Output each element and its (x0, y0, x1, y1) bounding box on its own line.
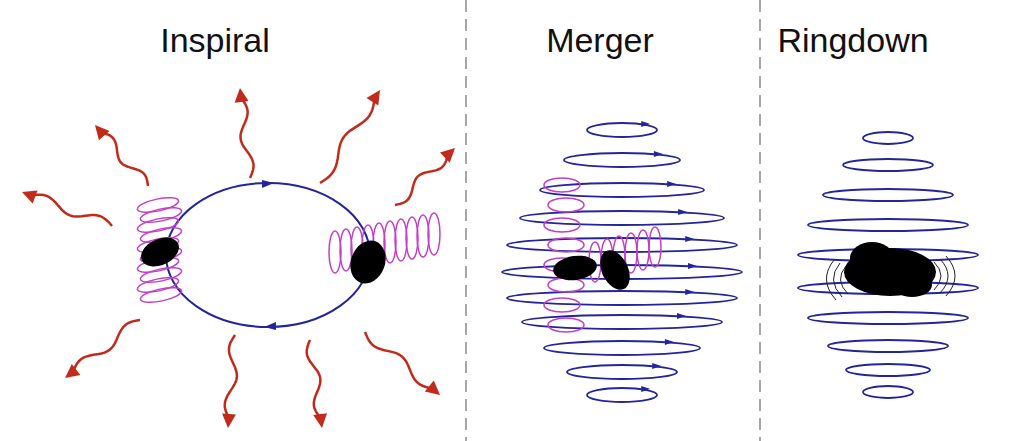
ring-arrow (688, 263, 697, 269)
panel-divider (759, 0, 761, 441)
field-ring (808, 312, 968, 324)
ring-arrow (641, 121, 650, 127)
wave-arrowhead (425, 381, 440, 395)
black-hole (345, 236, 392, 289)
spiral-field (406, 217, 418, 259)
ring-arrow (685, 236, 694, 242)
phase-title: Inspiral (160, 22, 270, 59)
wave-arrow (102, 133, 148, 187)
spiral-field (428, 213, 440, 255)
field-ring (564, 153, 680, 167)
spiral-field (329, 231, 341, 273)
black-hole (594, 245, 635, 294)
field-ring (863, 386, 913, 398)
spiral-field (637, 230, 649, 270)
spiral-field (544, 298, 580, 312)
wave-arrowhead (367, 90, 381, 106)
phase-title: Ringdown (777, 22, 928, 59)
ripple (946, 256, 955, 296)
orbit-path (166, 183, 370, 327)
spiral-field (139, 285, 183, 305)
wave-arrow (307, 340, 321, 418)
spiral-field (548, 198, 584, 212)
ripple (940, 259, 948, 293)
wave-arrowhead (235, 88, 249, 103)
orbit-arrow (264, 322, 276, 330)
ripple (833, 263, 842, 297)
field-ring (540, 183, 704, 197)
spiral-field (136, 215, 180, 235)
field-ring (520, 211, 724, 225)
field-ring (544, 341, 700, 355)
spiral-field (544, 178, 580, 192)
spiral-field (544, 218, 580, 232)
spiral-field (649, 227, 661, 267)
wave-arrow (73, 320, 140, 372)
field-ring (507, 291, 737, 305)
ring-arrow (652, 363, 661, 369)
wave-arrow (395, 155, 448, 205)
ring-arrow (678, 209, 687, 215)
field-ring (843, 159, 933, 171)
black-hole (552, 253, 599, 283)
field-ring (522, 315, 722, 329)
phase-title: Merger (546, 22, 654, 59)
ripple (826, 260, 836, 300)
spiral-field (417, 215, 429, 257)
remnant-black-hole (892, 273, 932, 297)
spiral-field (136, 275, 180, 295)
wave-arrowhead (95, 125, 110, 140)
spiral-field (395, 219, 407, 261)
wave-arrow (241, 98, 254, 178)
wave-arrowhead (22, 190, 38, 203)
ring-arrow (665, 339, 674, 345)
ring-arrow (685, 289, 694, 295)
spiral-field (548, 318, 584, 332)
wave-arrow (365, 332, 432, 389)
spiral-field (548, 238, 584, 252)
panel-divider (465, 0, 467, 441)
field-ring (828, 340, 948, 352)
field-ring (808, 219, 968, 231)
wave-arrowhead (313, 413, 327, 428)
wave-arrow (225, 335, 237, 418)
ring-arrow (654, 151, 663, 157)
orbit-arrow (262, 180, 274, 188)
ring-arrow (641, 386, 650, 392)
spiral-field (136, 195, 180, 215)
wave-arrowhead (222, 414, 236, 429)
field-ring (567, 365, 677, 379)
field-ring (823, 189, 953, 201)
ripple (840, 266, 848, 294)
wave-arrowhead (65, 364, 80, 378)
field-ring (863, 132, 913, 144)
spiral-field (384, 221, 396, 263)
black-hole (136, 232, 183, 272)
wave-arrow (320, 98, 375, 183)
ripple (934, 262, 941, 290)
spiral-field (340, 229, 352, 271)
remnant-black-hole (850, 242, 894, 274)
field-ring (846, 364, 930, 376)
ring-arrow (667, 181, 676, 187)
spiral-field (548, 278, 584, 292)
wave-arrowhead (440, 148, 455, 163)
wave-arrow (31, 195, 112, 226)
ring-arrow (677, 313, 686, 319)
